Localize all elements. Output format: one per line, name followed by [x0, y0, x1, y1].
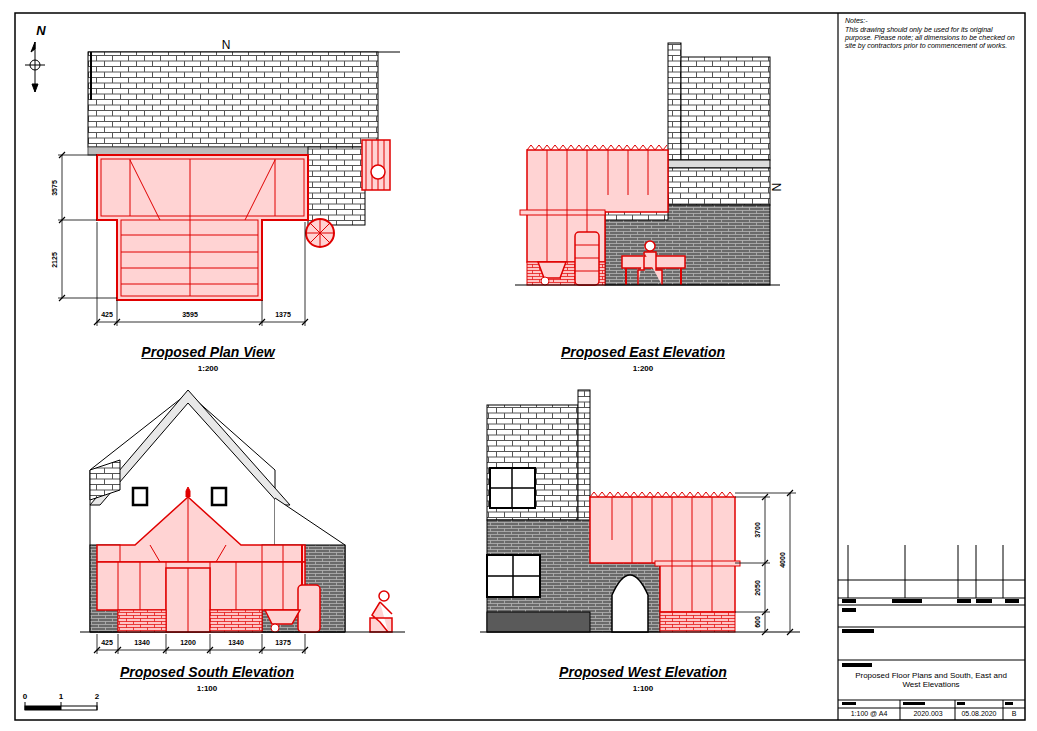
dimension: 2125	[51, 252, 59, 268]
dimension: 3595	[182, 311, 198, 319]
redacted-field	[842, 599, 1019, 705]
dimension: 425	[101, 639, 113, 647]
north-label: N	[36, 24, 45, 39]
north-label: N	[222, 39, 231, 53]
dimension: 3700	[754, 522, 762, 538]
notes-heading: Notes:-	[845, 17, 868, 25]
south-elevation	[80, 390, 405, 654]
notes-text: This drawing should only be used for its…	[845, 26, 1021, 50]
east-elevation	[515, 43, 780, 285]
view-title: Proposed West Elevation	[559, 664, 727, 680]
dimension: 425	[101, 311, 113, 319]
view-title: Proposed Plan View	[141, 344, 274, 360]
dimension: 4000	[779, 552, 787, 568]
dimension: 600	[754, 616, 762, 628]
scale-bar-number: 1	[59, 692, 63, 701]
north-label: N	[768, 183, 782, 192]
dimension: 3575	[51, 180, 59, 196]
sheet-border	[15, 13, 1025, 720]
scale-note: 1:100	[633, 684, 653, 693]
scale-bar	[25, 702, 97, 710]
view-title: Proposed East Elevation	[561, 344, 725, 360]
view-title: Proposed South Elevation	[120, 664, 294, 680]
dimension: 1375	[275, 311, 291, 319]
dimension: 1375	[275, 639, 291, 647]
dimension: 2050	[754, 580, 762, 596]
drawing-title: Proposed Floor Plans and South, East and…	[846, 671, 1016, 689]
date-field: 05.08.2020	[961, 710, 996, 718]
scale-bar-number: 0	[23, 692, 27, 701]
scale-note: 1:200	[633, 364, 653, 373]
scale-note: 1:100	[197, 684, 217, 693]
title-block	[838, 545, 1025, 720]
scale-note: 1:200	[198, 364, 218, 373]
plan-view	[58, 52, 400, 326]
revision-field: B	[1012, 710, 1017, 718]
west-elevation	[480, 390, 800, 635]
scale-field: 1:100 @ A4	[851, 710, 888, 718]
north-arrow	[25, 42, 45, 92]
scale-bar-number: 2	[95, 692, 99, 701]
dimension: 1340	[134, 639, 150, 647]
dimension: 1340	[228, 639, 244, 647]
drawing-number: 2020.003	[913, 710, 942, 718]
dimension: 1200	[180, 639, 196, 647]
